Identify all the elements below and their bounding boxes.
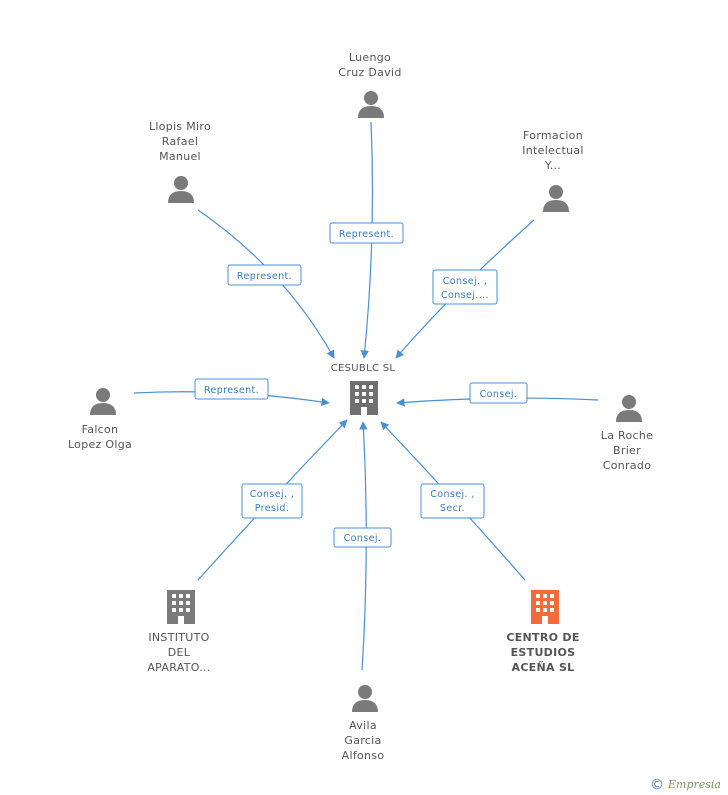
person-name-line: Llopis Miro	[149, 120, 211, 133]
company-name-line: ACEÑA SL	[512, 661, 575, 674]
edge-label-text: Consej. ,	[430, 489, 475, 500]
company-name-line: APARATO...	[147, 661, 210, 674]
person-name-line: Falcon	[82, 423, 119, 436]
person-name-line: Conrado	[603, 459, 651, 472]
copyright-icon: ©	[650, 777, 664, 793]
edge-label-llopis: Represent.	[227, 264, 302, 286]
person-node-formacion[interactable]: Formacion Intelectual Y...	[522, 129, 584, 212]
person-name-line: Cruz David	[338, 66, 401, 79]
center-node[interactable]: CESUBLC SL	[331, 363, 396, 415]
person-name-line: Intelectual	[522, 144, 584, 157]
person-node-laroche[interactable]: La Roche Brier Conrado	[601, 395, 653, 472]
person-node-falcon[interactable]: Falcon Lopez Olga	[68, 388, 132, 451]
person-icon	[543, 185, 569, 212]
person-icon	[90, 388, 116, 415]
person-name-line: Avila	[349, 719, 377, 732]
edge-label-text: Secr.	[440, 503, 465, 514]
company-node-instituto[interactable]: INSTITUTO DEL APARATO...	[147, 590, 210, 674]
person-icon	[168, 176, 194, 203]
company-name-line: ESTUDIOS	[511, 646, 576, 659]
person-name-line: Luengo	[349, 51, 391, 64]
person-name-line: Y...	[544, 159, 561, 172]
edge-label-text: Consej. ,	[250, 489, 295, 500]
edge-label-text: Presid.	[255, 503, 290, 514]
building-icon	[350, 381, 378, 415]
person-name-line: Brier	[613, 444, 641, 457]
person-node-llopis[interactable]: Llopis Miro Rafael Manuel	[149, 120, 211, 203]
edge-label-centro: Consej. , Secr.	[420, 483, 485, 519]
company-name-line: DEL	[168, 646, 191, 659]
building-icon	[167, 590, 195, 624]
person-icon	[616, 395, 642, 422]
edge-label-falcon: Represent.	[194, 378, 269, 400]
person-name-line: Formacion	[523, 129, 583, 142]
edge-label-text: Consej. ,	[443, 276, 488, 287]
person-name-line: Manuel	[159, 150, 201, 163]
edge-label-instituto: Consej. , Presid.	[241, 483, 303, 519]
building-icon	[531, 590, 559, 624]
edge-label-avila: Consej.	[333, 527, 392, 548]
brand-logo-text: Empresia	[667, 778, 721, 791]
person-icon	[352, 685, 378, 712]
company-node-centro[interactable]: CENTRO DE ESTUDIOS ACEÑA SL	[506, 590, 579, 674]
person-icon	[358, 91, 384, 118]
edge-label-text: Represent.	[204, 385, 259, 396]
person-node-avila[interactable]: Avila Garcia Alfonso	[342, 685, 385, 762]
company-name-line: INSTITUTO	[148, 631, 209, 644]
edge-label-formacion: Consej. , Consej....	[432, 269, 498, 305]
person-name-line: Rafael	[162, 135, 198, 148]
person-name-line: Alfonso	[342, 749, 385, 762]
watermark: © Empresia	[650, 777, 721, 793]
person-name-line: Garcia	[344, 734, 381, 747]
edge-label-luengo: Represent.	[329, 222, 404, 244]
company-name-line: CENTRO DE	[506, 631, 579, 644]
person-name-line: Lopez Olga	[68, 438, 132, 451]
edge-label-text: Consej....	[441, 290, 489, 301]
center-node-label: CESUBLC SL	[331, 363, 396, 374]
edge-label-text: Represent.	[237, 271, 292, 282]
edge-label-text: Represent.	[339, 229, 394, 240]
person-name-line: La Roche	[601, 429, 653, 442]
person-node-luengo[interactable]: Luengo Cruz David	[338, 51, 401, 118]
edge-label-text: Consej.	[344, 533, 382, 544]
edge-label-laroche: Consej.	[469, 382, 528, 404]
edge-label-text: Consej.	[480, 389, 518, 400]
